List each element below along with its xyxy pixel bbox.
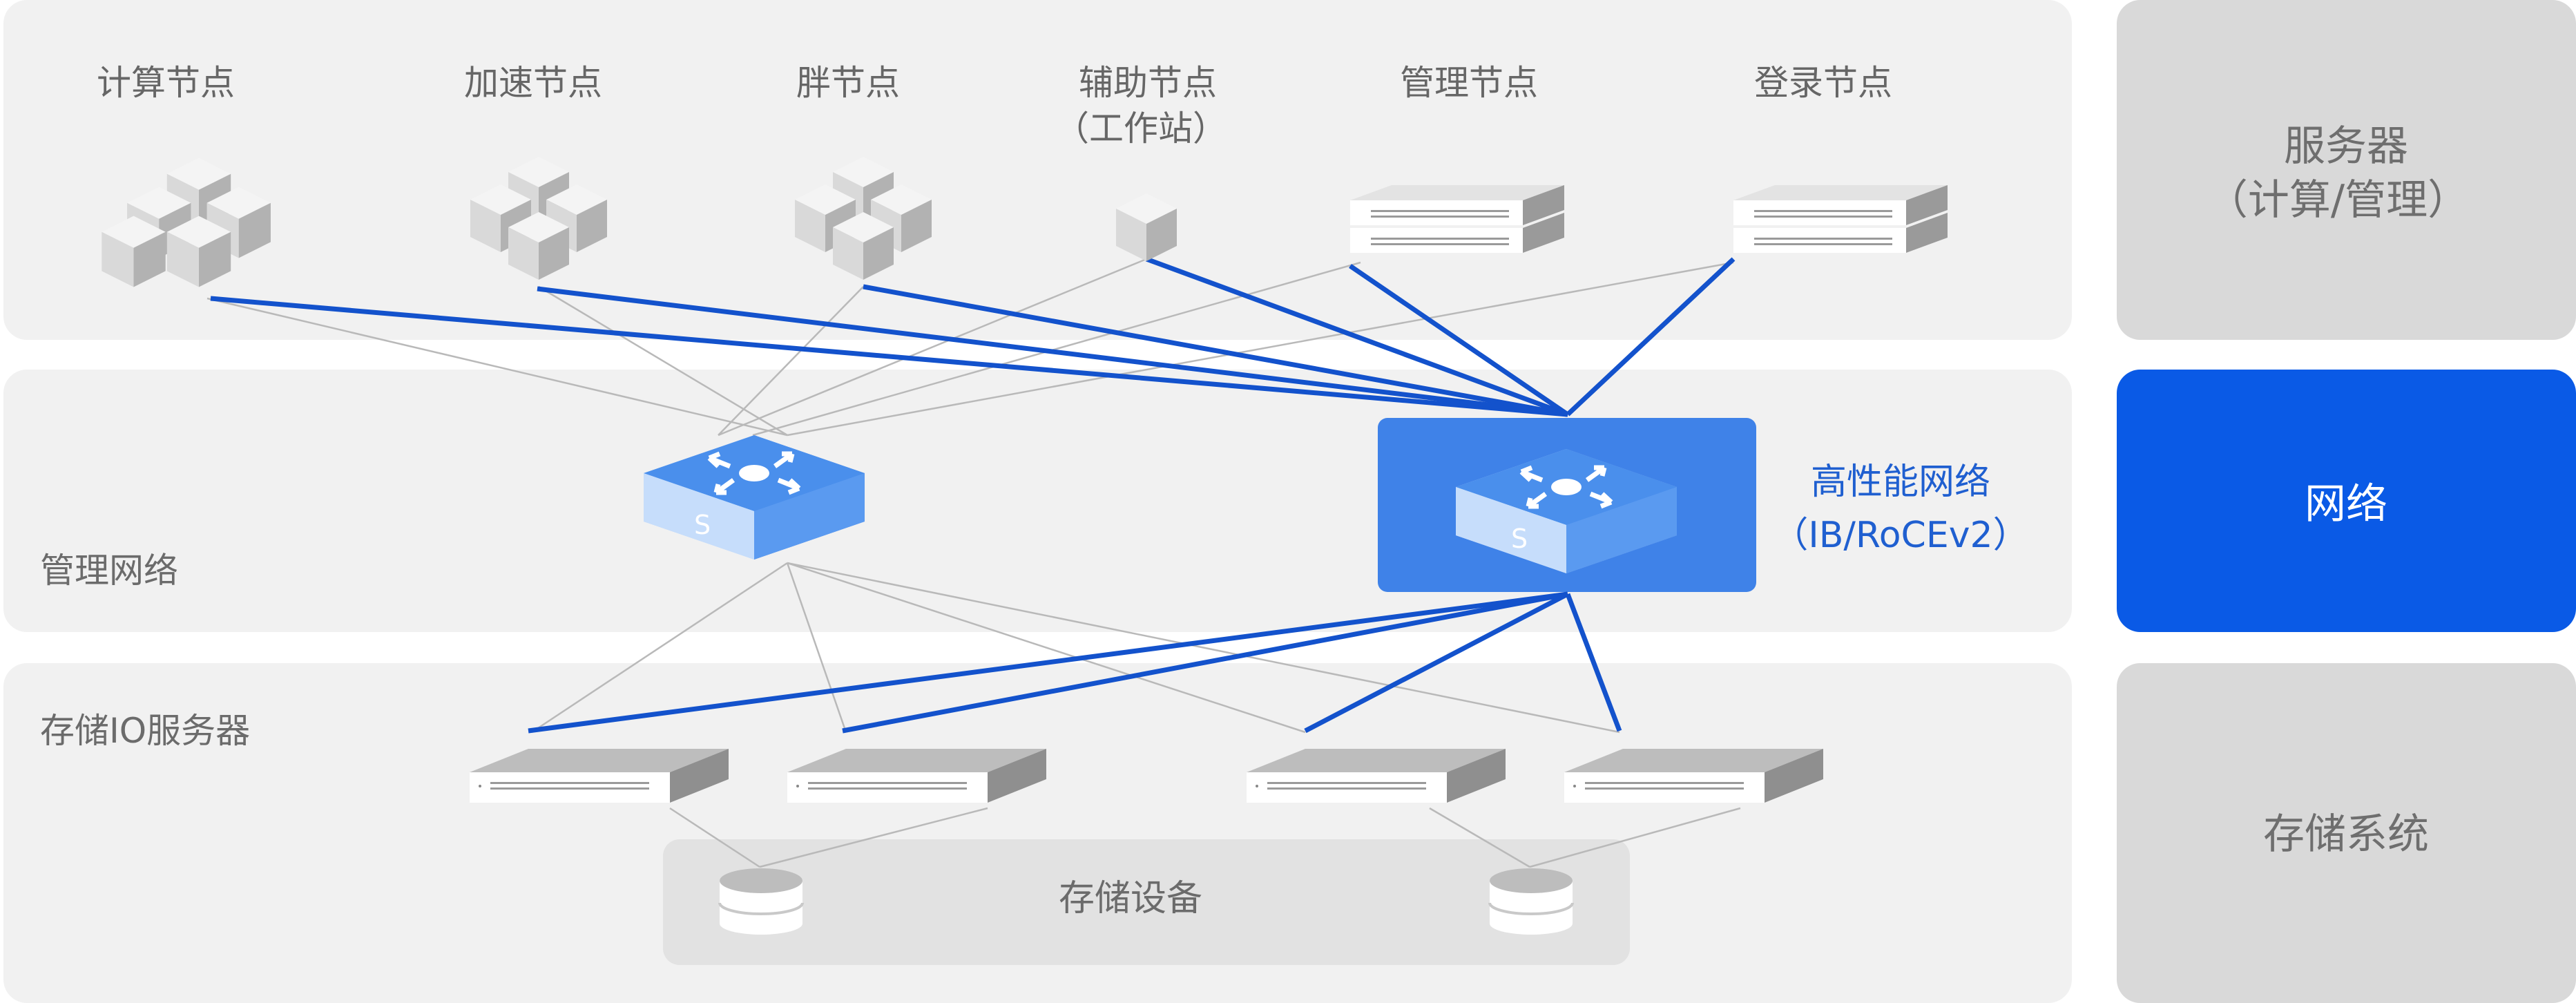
hpn-switch: S <box>1456 449 1677 573</box>
management-network-label: 管理网络 <box>40 551 178 591</box>
hpn-switch-glyph: S <box>1511 524 1528 554</box>
compute-node-label: 计算节点 <box>97 63 235 103</box>
sidebar-network <box>2117 370 2576 632</box>
management-links <box>206 258 1741 868</box>
storage-io-server-2 <box>787 749 1046 803</box>
auxiliary-node-label: 辅助节点 <box>1079 63 1217 103</box>
management-switch-glyph: S <box>694 510 711 540</box>
storage-device-label: 存储设备 <box>1059 878 1202 919</box>
auxiliary-node-sublabel: （工作站） <box>1055 108 1227 149</box>
sidebar-servers-label: 服务器 <box>2284 122 2408 171</box>
storage-device-panel <box>663 839 1630 965</box>
accelerator-node-label: 加速节点 <box>464 63 602 103</box>
storage-disk-2 <box>1488 867 1574 936</box>
storage-disk-1 <box>718 867 804 936</box>
login-node-label: 登录节点 <box>1754 63 1892 103</box>
sidebar-storage-label: 存储系统 <box>2263 810 2429 859</box>
login-node-icon <box>1733 185 1948 253</box>
storage-io-label: 存储IO服务器 <box>40 711 250 751</box>
sidebar-servers-sublabel: （计算/管理） <box>2207 176 2469 225</box>
sidebar-network-label: 网络 <box>2305 480 2387 528</box>
sidebar-storage <box>2117 663 2576 1003</box>
management-switch: S <box>644 435 865 560</box>
storage-io-server-3 <box>1247 749 1506 803</box>
storage-io-server-4 <box>1564 749 1823 803</box>
hpn-sublabel: （IB/RoCEv2） <box>1772 515 2028 556</box>
storage-io-server-1 <box>470 749 729 803</box>
hpn-label: 高性能网络 <box>1811 461 1990 503</box>
sidebar-servers <box>2117 0 2576 340</box>
network-panel <box>3 370 2072 632</box>
management-node-icon <box>1350 185 1564 253</box>
hpn-links <box>210 256 1736 734</box>
fat-node-label: 胖节点 <box>796 63 900 103</box>
servers-panel <box>3 0 2072 340</box>
management-node-label: 管理节点 <box>1400 63 1538 103</box>
